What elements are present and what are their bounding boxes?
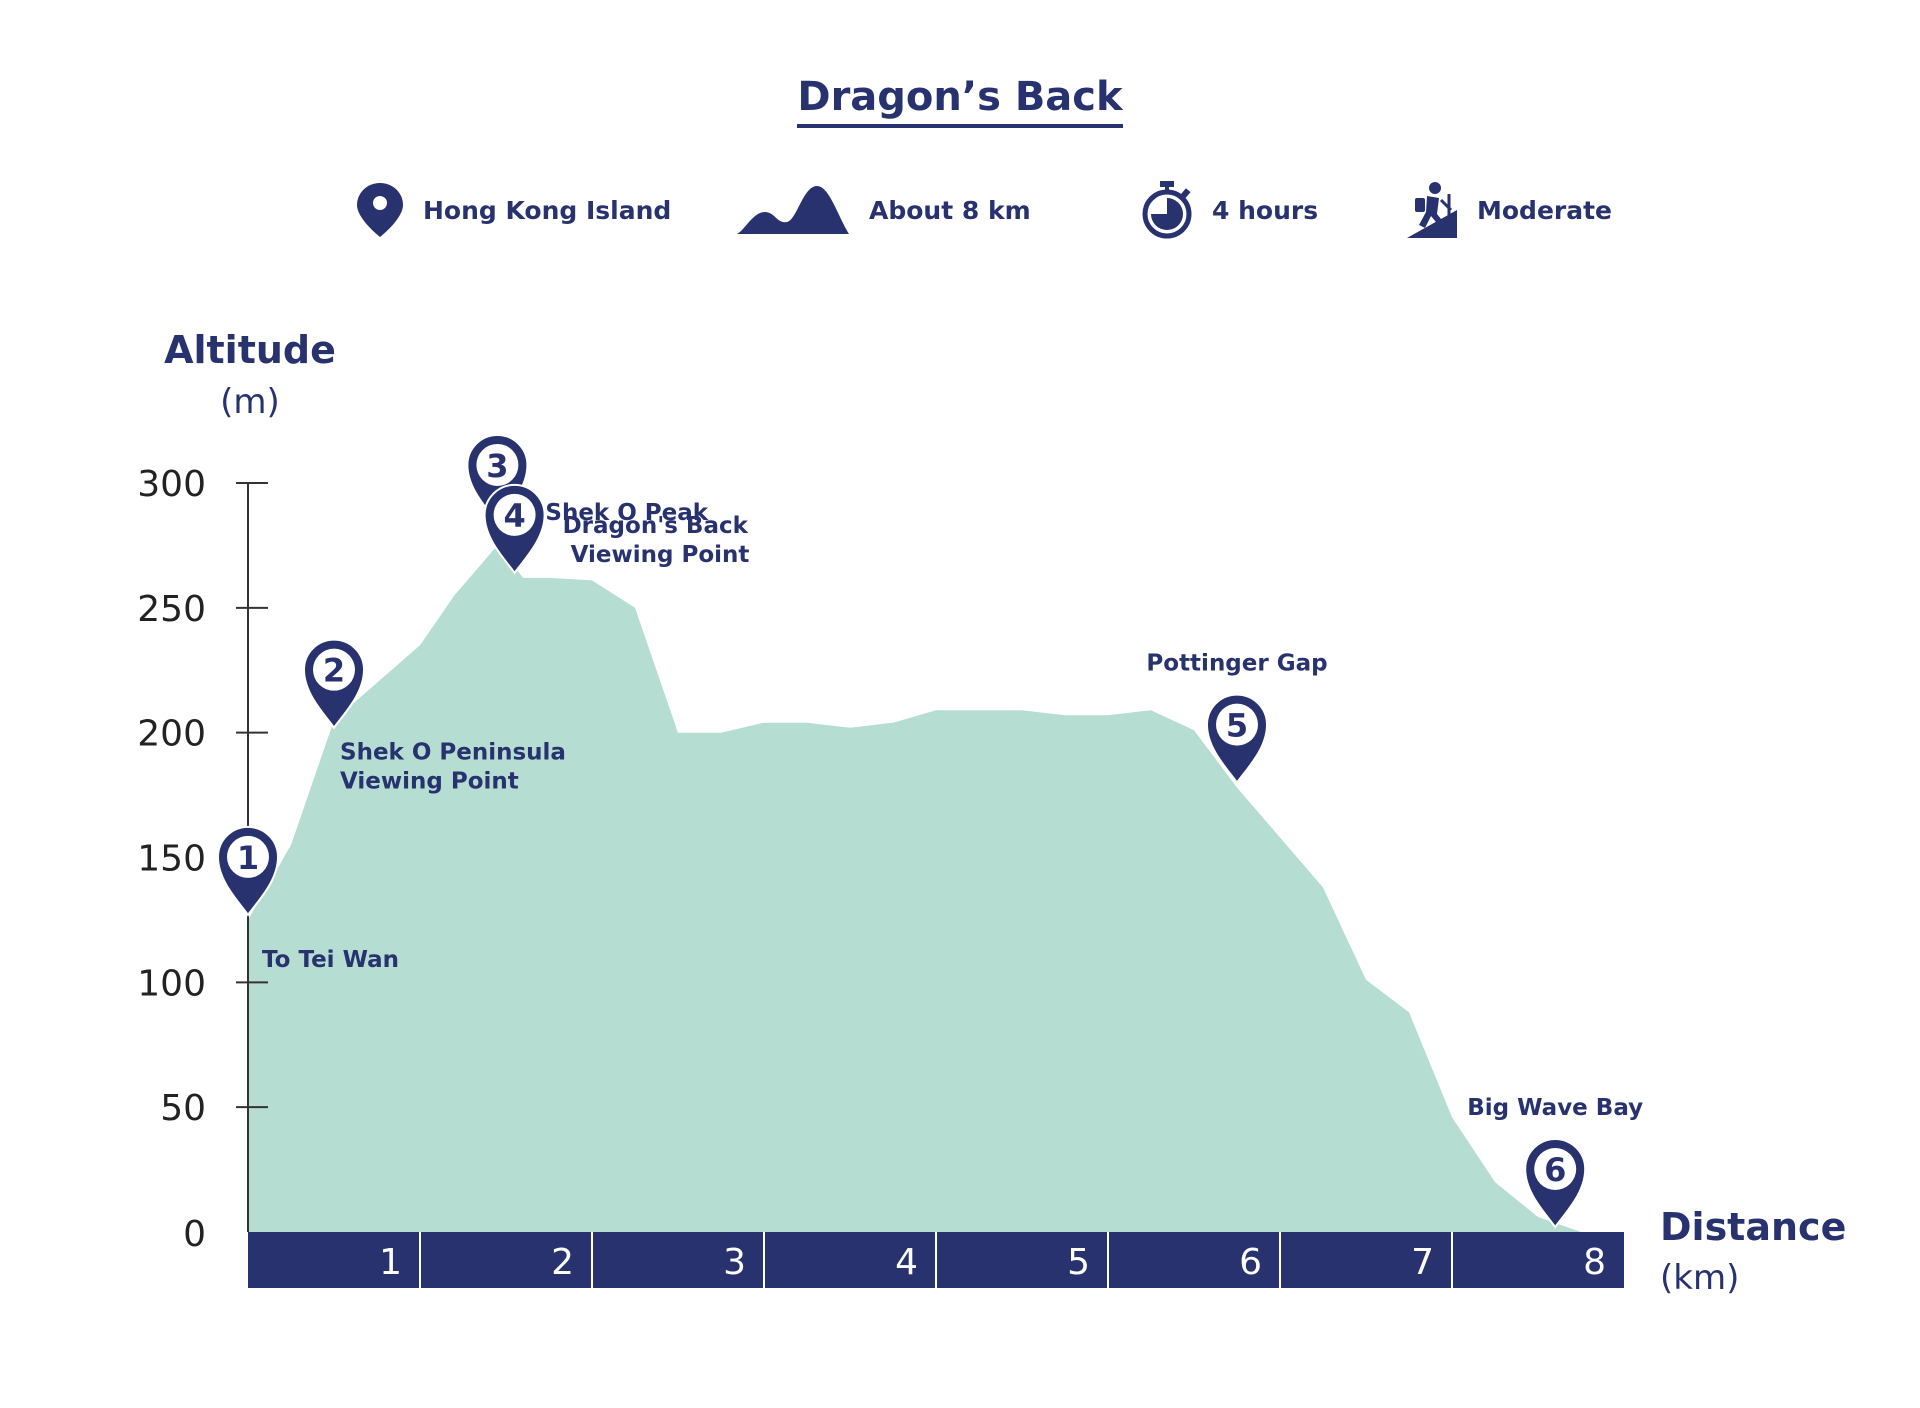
x-tick-label: 7	[1411, 1242, 1434, 1283]
y-axis-unit: (m)	[220, 382, 280, 422]
waypoint-number-3: 3	[486, 447, 508, 485]
info-duration: 4 hours	[1140, 180, 1318, 240]
waypoint-label-3: Shek O Peak	[545, 500, 708, 526]
y-tick-label: 250	[137, 589, 206, 630]
page-title-text: Dragon’s Back	[797, 74, 1123, 128]
x-tick-label: 4	[895, 1242, 918, 1283]
info-difficulty: Moderate	[1405, 180, 1612, 240]
waypoint-number-2: 2	[323, 652, 345, 690]
waypoint-pin-inner-6	[1534, 1148, 1577, 1191]
x-tick-label: 2	[551, 1242, 574, 1283]
y-tick-label: 50	[160, 1088, 206, 1129]
waypoint-label-4: Dragon's Back Viewing Point	[563, 513, 750, 568]
waypoint-number-6: 6	[1544, 1151, 1566, 1189]
waypoint-pin-inner-3	[476, 443, 519, 486]
info-duration-label: 4 hours	[1212, 195, 1319, 225]
location-pin-icon	[357, 183, 403, 237]
y-tick-label: 0	[183, 1214, 206, 1255]
hiker-icon	[1407, 182, 1457, 238]
info-location-label: Hong Kong Island	[423, 195, 672, 225]
info-location: Hong Kong Island	[355, 180, 671, 240]
y-tick-label: 200	[137, 714, 206, 755]
waypoint-label-5: Pottinger Gap	[1146, 651, 1327, 677]
mountain-icon	[737, 186, 849, 234]
waypoint-pin-inner-1	[227, 835, 269, 878]
waypoint-pin-inner-5	[1216, 703, 1258, 746]
info-distance-label: About 8 km	[869, 195, 1031, 225]
x-tick-label: 3	[723, 1242, 746, 1283]
y-tick-label: 150	[137, 839, 206, 880]
waypoint-pin-inner-4	[493, 493, 536, 536]
waypoint-number-5: 5	[1226, 707, 1248, 745]
stopwatch-icon	[1142, 181, 1192, 239]
x-axis-title: Distance	[1660, 1205, 1847, 1249]
y-tick-label: 100	[137, 963, 206, 1004]
info-difficulty-label: Moderate	[1477, 195, 1613, 225]
page-title: Dragon’s Back	[0, 74, 1920, 128]
waypoint-pin-inner-2	[313, 648, 355, 691]
y-axis-title: Altitude	[164, 328, 336, 372]
x-tick-label: 5	[1067, 1242, 1090, 1283]
x-tick-label: 8	[1583, 1242, 1606, 1283]
x-axis-unit: (km)	[1660, 1258, 1740, 1298]
waypoint-number-4: 4	[503, 497, 525, 535]
waypoint-label-1: To Tei Wan	[262, 947, 399, 973]
x-tick-label: 1	[379, 1242, 402, 1283]
elevation-area	[248, 545, 1624, 1232]
waypoint-label-6: Big Wave Bay	[1467, 1095, 1643, 1121]
y-tick-label: 300	[137, 464, 206, 505]
info-distance: About 8 km	[735, 180, 1031, 240]
x-tick-label: 6	[1239, 1242, 1262, 1283]
waypoint-number-1: 1	[237, 839, 259, 877]
